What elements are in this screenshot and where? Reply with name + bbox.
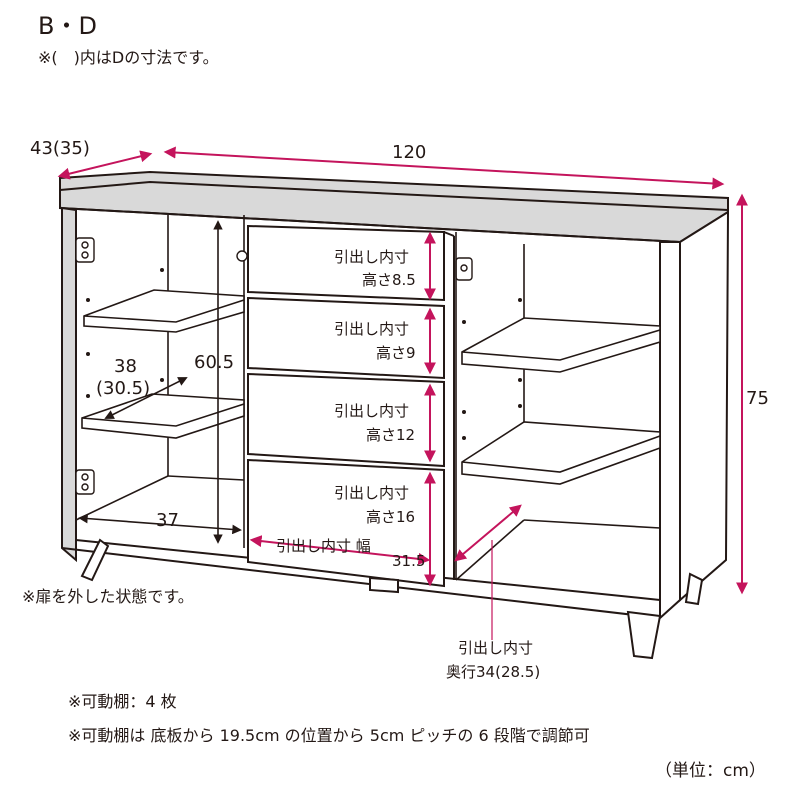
depth-outer-label: 43(35) <box>30 138 90 159</box>
cabinet-body <box>59 170 730 660</box>
drawer-depth-line1: 引出し内寸 <box>458 639 533 657</box>
drawer-depth-line2: 奥行34(28.5) <box>446 663 540 681</box>
drawer-3-line2: 高さ12 <box>366 426 415 444</box>
drawer-3-line1: 引出し内寸 <box>334 402 409 420</box>
diagram-title: B・D <box>38 12 97 40</box>
right-compartment <box>455 232 661 581</box>
dimension-lines <box>57 146 748 640</box>
note-shelf-adjustment: ※可動棚は 底板から 19.5cm の位置から 5cm ピッチの 6 段階で調節… <box>68 726 590 745</box>
note-doors-removed: ※扉を外した状態です。 <box>22 587 194 606</box>
interior-dimension-lines <box>78 220 242 544</box>
drawer-width-value: 31.5 <box>392 552 425 570</box>
drawer-4-line2: 高さ16 <box>366 508 415 526</box>
width-outer-label: 120 <box>392 142 426 163</box>
drawer-2-line1: 引出し内寸 <box>334 320 409 338</box>
shelf-depth-label: 38 <box>114 356 137 377</box>
note-d-dimensions: ※( )内はDの寸法です。 <box>38 48 219 67</box>
unit-label: （単位：cm） <box>655 761 766 781</box>
drawer-4-line1: 引出し内寸 <box>334 484 409 502</box>
drawer-width-label: 引出し内寸 幅 <box>276 537 371 555</box>
shelf-depth-sub-label: (30.5) <box>96 378 150 399</box>
shelf-height-label: 60.5 <box>194 352 234 373</box>
drawer-1-line1: 引出し内寸 <box>334 248 409 266</box>
drawer-1-line2: 高さ8.5 <box>362 271 416 289</box>
height-outer-label: 75 <box>746 388 769 409</box>
hinge-icon <box>75 237 473 495</box>
shelf-width-label: 37 <box>156 510 179 531</box>
drawer-2-line2: 高さ9 <box>376 344 416 362</box>
note-movable-shelves: ※可動棚：4 枚 <box>68 692 177 711</box>
